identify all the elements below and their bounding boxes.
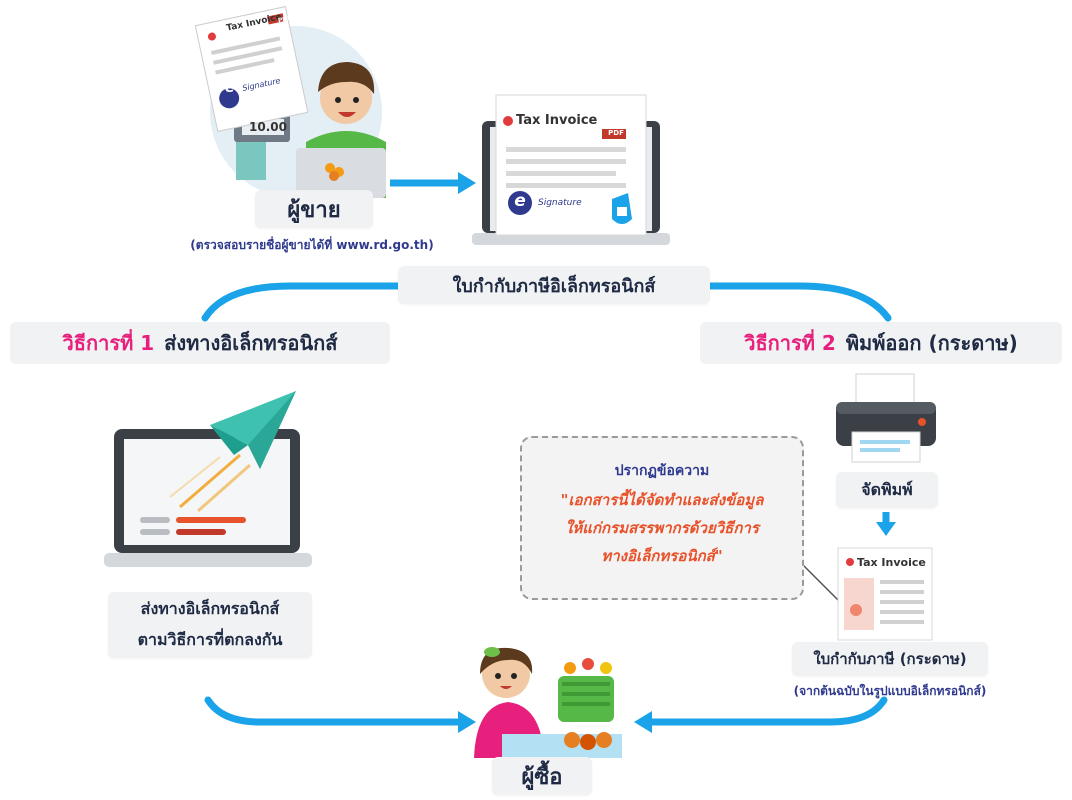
- notice-box: ปรากฏข้อความ "เอกสารนี้ได้จัดทำและส่งข้อ…: [520, 436, 804, 600]
- top-arc-line: [201, 282, 892, 322]
- buyer-illustration: [474, 647, 622, 758]
- laptop-invoice-title: Tax Invoice: [516, 113, 598, 128]
- buyer-label: ผู้ซื้อ: [492, 757, 592, 795]
- left-method-box: ส่งทางอิเล็กทรอนิกส์ ตามวิธีการที่ตกลงกั…: [108, 592, 312, 658]
- paper-invoice-title: Tax Invoice: [857, 556, 926, 569]
- notice-quote-3: ทางอิเล็กทรอนิกส์": [601, 547, 723, 565]
- notice-quote-2: ให้แก่กรมสรรพากรด้วยวิธีการ: [565, 519, 759, 537]
- left-box-line-1: ส่งทางอิเล็กทรอนิกส์: [140, 599, 280, 618]
- method-1-text: ส่งทางอิเล็กทรอนิกส์: [164, 331, 338, 355]
- seller-illustration: [194, 6, 386, 198]
- seller-doc-e-letter: e: [225, 80, 235, 96]
- center-label: ใบกำกับภาษีอิเล็กทรอนิกส์: [398, 266, 710, 304]
- laptop-invoice-e-letter: e: [514, 191, 526, 211]
- printer-icon: [836, 373, 936, 463]
- scale-display: 10.00: [249, 120, 287, 134]
- laptop-with-invoice: [472, 94, 670, 245]
- laptop-invoice-badge: PDF: [608, 129, 624, 137]
- seller-label: ผู้ขาย: [255, 190, 373, 228]
- left-box-line-2: ตามวิธีการที่ตกลงกัน: [137, 630, 283, 649]
- right-bottom-arrow: [644, 696, 888, 726]
- method-1-header: วิธีการที่ 1 ส่งทางอิเล็กทรอนิกส์: [10, 322, 390, 364]
- left-bottom-arrow: [204, 696, 466, 726]
- print-label: จัดพิมพ์: [836, 472, 938, 508]
- method-2-prefix: วิธีการที่ 2: [744, 331, 836, 355]
- method-1-prefix: วิธีการที่ 1: [62, 331, 155, 355]
- paper-label: ใบกำกับภาษี (กระดาษ): [792, 642, 988, 676]
- method-2-text: พิมพ์ออก (กระดาษ): [845, 331, 1018, 355]
- paper-invoice: [837, 547, 933, 641]
- laptop-paper-plane: [104, 391, 312, 567]
- paper-note: (จากต้นฉบับในรูปแบบอิเล็กทรอนิกส์): [793, 684, 987, 698]
- notice-quote-1: "เอกสารนี้ได้จัดทำและส่งข้อมูล: [560, 491, 764, 509]
- laptop-invoice-signature: Signature: [538, 198, 582, 208]
- seller-note: (ตรวจสอบรายชื่อผู้ขายได้ที่ www.rd.go.th…: [190, 238, 434, 252]
- method-2-header: วิธีการที่ 2 พิมพ์ออก (กระดาษ): [700, 322, 1062, 364]
- notice-heading: ปรากฏข้อความ: [614, 463, 710, 479]
